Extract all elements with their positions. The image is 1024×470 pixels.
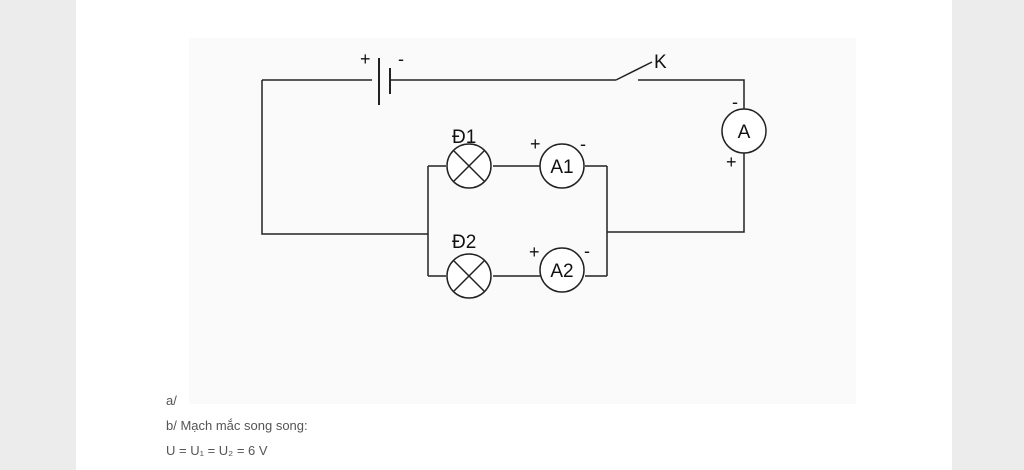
circuit-figure [189,38,856,404]
ammeter1-label: A1 [550,157,573,178]
ammeter1-icon [539,143,585,189]
ammeter2-label: A2 [550,261,573,282]
ammeter2-icon [539,247,585,293]
ammeter1-plus: + [530,134,541,154]
ammeter2-minus: - [584,241,590,261]
wire-right [607,150,745,233]
battery-plus-label: + [360,49,371,69]
ammeter-main-label: A [738,122,751,143]
switch-k [615,61,653,81]
part-a-text: a/ [166,393,177,408]
switch-label: K [654,52,667,73]
lamp2-label: Đ2 [452,232,476,253]
lamp1-icon [446,143,492,189]
ammeter-main-plus: + [726,152,737,172]
part-b-text: b/ Mạch mắc song song: [166,418,308,433]
lamp2-icon [446,253,492,299]
ammeter2-plus: + [529,242,540,262]
ammeter-main-icon [721,108,767,154]
battery-icon [378,58,391,105]
wire-top-right [638,79,745,113]
ammeter1-minus: - [580,134,586,154]
battery-minus-label: - [398,49,404,69]
lamp1-label: Đ1 [452,127,476,148]
equation-text: U = U₁ = U₂ = 6 V [166,443,268,458]
wire-left [261,80,428,235]
ammeter-main-minus: - [732,92,738,112]
